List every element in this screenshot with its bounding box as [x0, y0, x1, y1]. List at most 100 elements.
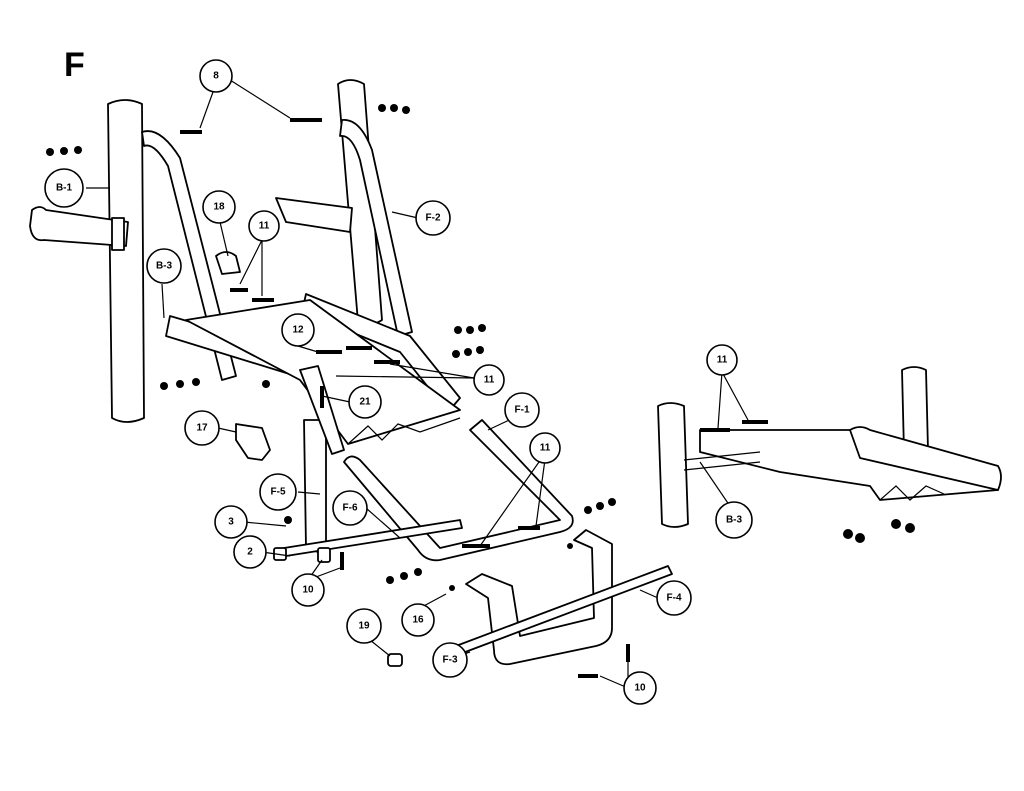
corner-mark: F: [64, 46, 85, 84]
callout-f5: F-5: [259, 473, 297, 511]
callout-label: 19: [358, 621, 370, 632]
bolt: [346, 346, 372, 350]
callout-label: F-5: [271, 487, 286, 498]
callout-16: 16: [401, 603, 435, 637]
nut: [452, 350, 460, 358]
left-side-tube: [29, 206, 129, 247]
callout-label: 11: [540, 443, 551, 454]
callout-label: 11: [484, 375, 495, 386]
nut: [160, 382, 168, 390]
bolt: [578, 674, 598, 678]
callout-label: F-6: [343, 503, 358, 514]
strut-f5: [299, 365, 345, 455]
end-cap-19: [387, 653, 403, 667]
nut: [176, 380, 184, 388]
nut: [466, 326, 474, 334]
hardware-group: [46, 104, 630, 678]
callout-f1: F-1: [504, 392, 540, 428]
nut: [60, 147, 68, 155]
bolt: [180, 130, 202, 134]
nut: [454, 326, 462, 334]
nut: [402, 106, 410, 114]
nut: [476, 346, 484, 354]
nut: [386, 576, 394, 584]
bolt: [462, 544, 490, 548]
inset-nut: [843, 529, 853, 539]
upper-cross-bracket: [275, 197, 353, 233]
inset-nut: [855, 533, 865, 543]
callout-label: 3: [228, 517, 234, 528]
callout-b3b: B-3: [715, 501, 753, 539]
callout-label: B-3: [156, 261, 173, 272]
nut: [478, 324, 486, 332]
bolt: [626, 644, 630, 662]
bolt: [374, 360, 400, 364]
right-inset-assembly: [657, 366, 1002, 543]
nut: [378, 104, 386, 112]
nut: [596, 502, 604, 510]
callout-label: 12: [292, 325, 304, 336]
inset-left-post: [657, 402, 689, 528]
inset-bracket-b3: [683, 451, 761, 471]
nut: [414, 568, 422, 576]
bolt: [320, 386, 324, 408]
left-post-b1: [107, 99, 145, 423]
bracket-17: [235, 423, 271, 461]
callout-label: 8: [213, 71, 219, 82]
bolt: [230, 288, 248, 292]
nut: [74, 146, 82, 154]
nut: [584, 506, 592, 514]
bolt: [316, 350, 342, 354]
nut: [192, 378, 200, 386]
callout-19: 19: [346, 608, 382, 644]
inset-nut: [905, 523, 915, 533]
callout-f6: F-6: [332, 490, 368, 526]
bolt: [340, 552, 344, 570]
nut: [46, 148, 54, 156]
callout-12: 12: [281, 313, 315, 347]
callout-label: B-3: [726, 515, 743, 526]
callout-11c: 11: [529, 432, 561, 464]
callout-label: 17: [196, 423, 208, 434]
inset-nut: [891, 519, 901, 529]
callout-3: 3: [214, 505, 248, 539]
bushing-part: [317, 547, 331, 563]
left-bracket-plate: [111, 217, 125, 251]
nut: [464, 348, 472, 356]
deck-platform: [185, 299, 461, 445]
nut: [262, 380, 270, 388]
callout-f4: F-4: [656, 580, 692, 616]
inset-break-line: [879, 485, 945, 501]
callout-2: 2: [233, 535, 267, 569]
callout-b3a: B-3: [146, 248, 182, 284]
pin: [567, 543, 573, 549]
nut: [390, 104, 398, 112]
inset-right-post: [901, 366, 929, 453]
callout-17: 17: [184, 410, 220, 446]
callout-label: 10: [302, 585, 314, 596]
nut: [400, 572, 408, 580]
clamp-18: [215, 251, 241, 275]
callout-b1: B-1: [44, 168, 84, 208]
callout-label: 18: [213, 202, 225, 213]
callout-label: F-4: [667, 593, 682, 604]
callout-11a: 11: [248, 210, 280, 242]
callout-18: 18: [202, 190, 236, 224]
callout-label: 21: [359, 397, 371, 408]
strut-f6: [303, 419, 327, 553]
bolt: [518, 526, 540, 530]
callout-label: B-1: [56, 183, 73, 194]
leader-lines: [86, 79, 749, 689]
bolt: [252, 298, 274, 302]
callout-label: 10: [634, 683, 646, 694]
callout-label: F-1: [515, 405, 530, 416]
callout-f2: F-2: [415, 200, 451, 236]
callout-10b: 10: [623, 671, 657, 705]
callout-8: 8: [199, 59, 233, 93]
callout-label: F-2: [426, 213, 441, 224]
callout-10a: 10: [291, 573, 325, 607]
nut: [284, 516, 292, 524]
callout-11b: 11: [473, 364, 505, 396]
callout-21: 21: [348, 385, 382, 419]
